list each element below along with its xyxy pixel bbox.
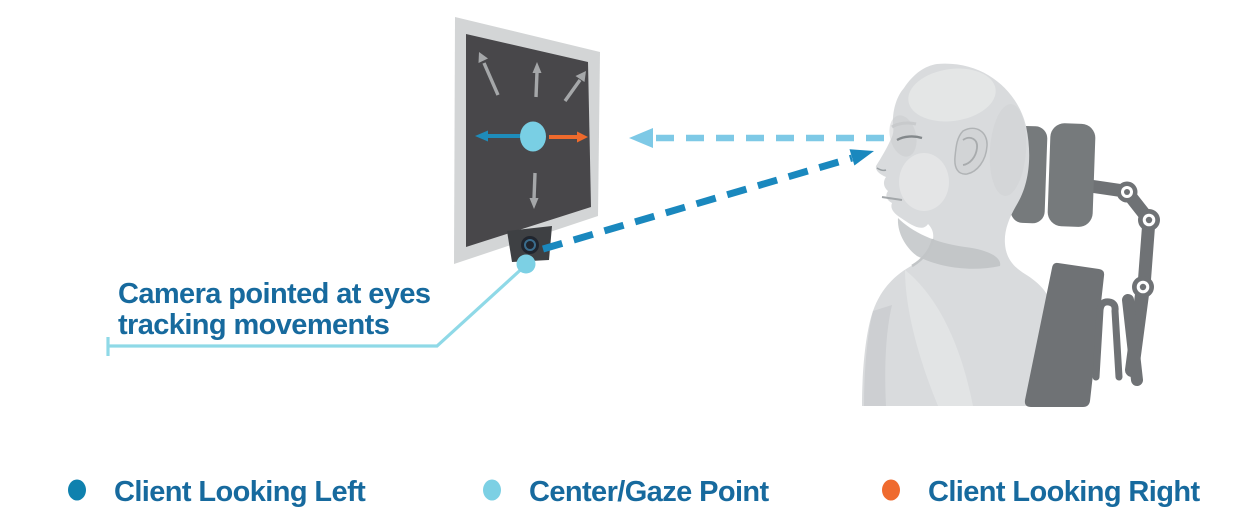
mouth bbox=[881, 196, 903, 201]
camera-lens-ring bbox=[524, 239, 536, 251]
camera-to-eyes-arrow bbox=[542, 149, 874, 253]
screen-neutral-arrows bbox=[478, 52, 586, 209]
gaze-point-ellipse bbox=[520, 121, 546, 152]
legend-dot-gaze-point bbox=[483, 479, 501, 501]
chair-handle bbox=[1092, 298, 1123, 381]
support-bar bbox=[1122, 294, 1143, 386]
legend-label-looking-right: Client Looking Right bbox=[928, 476, 1200, 508]
arm-link bbox=[1137, 213, 1156, 293]
callout-line bbox=[108, 262, 529, 348]
look-right-arrowhead bbox=[577, 131, 588, 143]
chair-back bbox=[1024, 262, 1105, 407]
client-figure bbox=[862, 63, 1056, 407]
legend-label-gaze-point: Center/Gaze Point bbox=[529, 476, 770, 508]
callout-label-line1: Camera pointed at eyes bbox=[118, 278, 430, 310]
gaze-point-marker-dot bbox=[516, 254, 536, 274]
legend-item-gaze-point: Center/Gaze Point bbox=[483, 476, 770, 508]
arrow-up-left bbox=[482, 62, 500, 96]
gaze-to-screen-arrowhead bbox=[629, 128, 653, 148]
camera-callout: Camera pointed at eyes tracking movement… bbox=[106, 254, 536, 356]
arrow-up bbox=[534, 71, 539, 98]
camera-to-eyes-arrowhead bbox=[849, 149, 874, 166]
arm-joint bbox=[1116, 181, 1138, 203]
callout-label-line2: tracking movements bbox=[118, 309, 389, 341]
arrow-down bbox=[532, 172, 537, 200]
eyebrow bbox=[891, 121, 917, 129]
camera-lens bbox=[521, 236, 539, 254]
legend: Client Looking Left Center/Gaze Point Cl… bbox=[68, 476, 1201, 508]
gaze-to-screen-arrow bbox=[629, 128, 884, 148]
arm-joints bbox=[1116, 181, 1160, 298]
arm-joint bbox=[1138, 209, 1160, 231]
legend-dot-looking-left bbox=[68, 479, 86, 501]
camera bbox=[507, 226, 552, 262]
look-right-arrow bbox=[549, 131, 588, 143]
legend-dot-looking-right bbox=[882, 479, 900, 501]
look-left-arrow bbox=[475, 130, 524, 142]
nostril bbox=[876, 167, 887, 172]
closed-eye bbox=[896, 135, 923, 142]
headrest-pad-right bbox=[1047, 123, 1096, 227]
arrow-up-right bbox=[563, 79, 582, 102]
ear bbox=[954, 127, 988, 175]
legend-item-looking-left: Client Looking Left bbox=[68, 476, 367, 508]
arm-joint bbox=[1132, 276, 1154, 298]
look-left-arrowhead bbox=[475, 130, 488, 142]
camera-to-eyes-dashes bbox=[542, 154, 853, 253]
legend-label-looking-left: Client Looking Left bbox=[114, 476, 366, 508]
monitor bbox=[454, 17, 600, 264]
legend-item-looking-right: Client Looking Right bbox=[882, 476, 1201, 508]
